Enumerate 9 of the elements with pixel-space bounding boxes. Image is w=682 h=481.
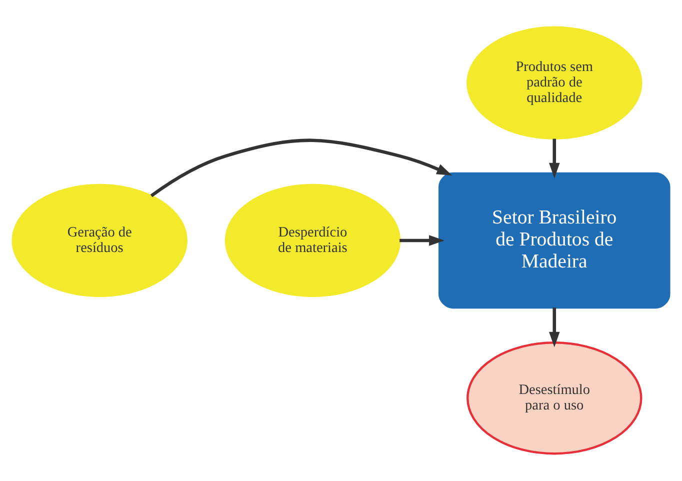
node-ellipse: Desestímulo para o uso	[466, 342, 642, 455]
arrow	[548, 308, 560, 348]
node-box: Setor Brasileiro de Produtos de Madeira	[438, 172, 670, 309]
arrow	[548, 138, 560, 178]
node-ellipse: Desperdício de materiais	[224, 184, 401, 298]
arrow	[150, 138, 452, 198]
node-ellipse: Geração de resíduos	[12, 184, 188, 298]
node-ellipse: Produtos sem padrão de qualidade	[466, 26, 642, 140]
arrow	[400, 235, 444, 246]
